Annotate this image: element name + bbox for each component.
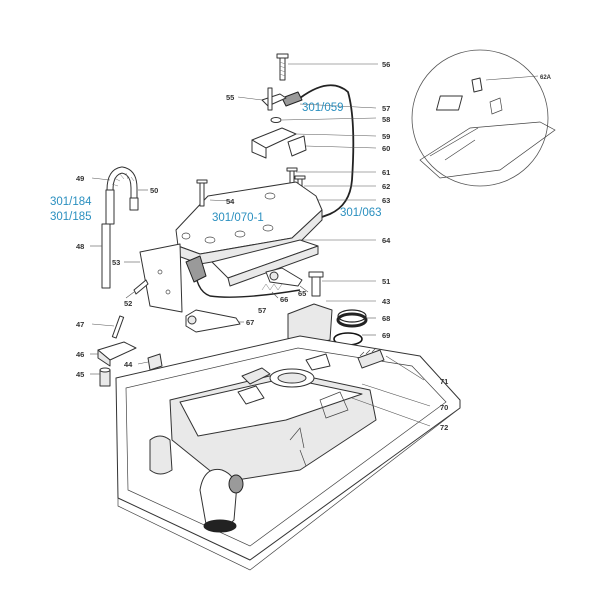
screw-52 — [125, 279, 149, 299]
label-53: 53 — [112, 258, 120, 267]
label-63: 63 — [382, 196, 390, 205]
post-44 — [137, 353, 163, 371]
spring-66 — [261, 283, 283, 299]
label-45: 45 — [76, 370, 84, 379]
label-56: 56 — [382, 60, 390, 69]
label-66: 66 — [280, 295, 288, 304]
label-67: 67 — [246, 318, 254, 327]
arm-65 — [265, 267, 309, 293]
label-71: 71 — [440, 377, 448, 386]
label-62: 62 — [382, 182, 390, 191]
ref-301-185: 301/185 — [50, 211, 92, 223]
label-50: 50 — [150, 186, 158, 195]
label-52: 52 — [124, 299, 132, 308]
label-47: 47 — [76, 320, 84, 329]
cover-64 — [211, 239, 376, 287]
bracket-46 — [90, 341, 137, 367]
label-72: 72 — [440, 423, 448, 432]
label-44: 44 — [124, 360, 133, 369]
label-60: 60 — [382, 144, 390, 153]
label-55: 55 — [226, 93, 234, 102]
bracket-59-60 — [251, 127, 377, 159]
reference-codes: 301/059 301/184 301/185 301/070-1 301/06… — [50, 102, 382, 224]
arm-67 — [185, 309, 244, 333]
ring-68 — [336, 309, 376, 328]
label-48: 48 — [76, 242, 84, 251]
label-64: 64 — [382, 236, 391, 245]
label-49: 49 — [76, 174, 84, 183]
label-61: 61 — [382, 168, 390, 177]
ref-301-063: 301/063 — [340, 207, 382, 219]
hose-49-50 — [91, 166, 148, 225]
label-57-bottom: 57 — [258, 306, 266, 315]
screw-56 — [276, 53, 378, 81]
detail-callout-62a — [411, 49, 556, 187]
ref-301-184: 301/184 — [50, 196, 92, 208]
bolt-51 — [308, 271, 376, 297]
bracket-53 — [124, 243, 207, 313]
label-57-top: 57 — [382, 104, 390, 113]
label-46: 46 — [76, 350, 84, 359]
base-tray — [115, 335, 461, 571]
seal-43 — [287, 300, 376, 347]
ref-301-070-1: 301/070-1 — [212, 212, 264, 224]
pipe-48 — [90, 223, 111, 289]
part-number-labels: 56 55 57 58 59 60 61 62 63 64 49 50 54 4… — [76, 60, 552, 432]
fitting-45 — [90, 367, 111, 387]
label-65: 65 — [298, 289, 306, 298]
label-69: 69 — [382, 331, 390, 340]
label-68: 68 — [382, 314, 390, 323]
clip-55 — [237, 87, 377, 123]
label-51: 51 — [382, 277, 390, 286]
ref-301-059: 301/059 — [302, 102, 344, 114]
screw-47 — [91, 315, 125, 339]
label-54: 54 — [226, 197, 235, 206]
label-59: 59 — [382, 132, 390, 141]
label-62a: 62A — [540, 75, 552, 81]
label-43: 43 — [382, 297, 390, 306]
label-70: 70 — [440, 403, 448, 412]
label-58: 58 — [382, 115, 390, 124]
